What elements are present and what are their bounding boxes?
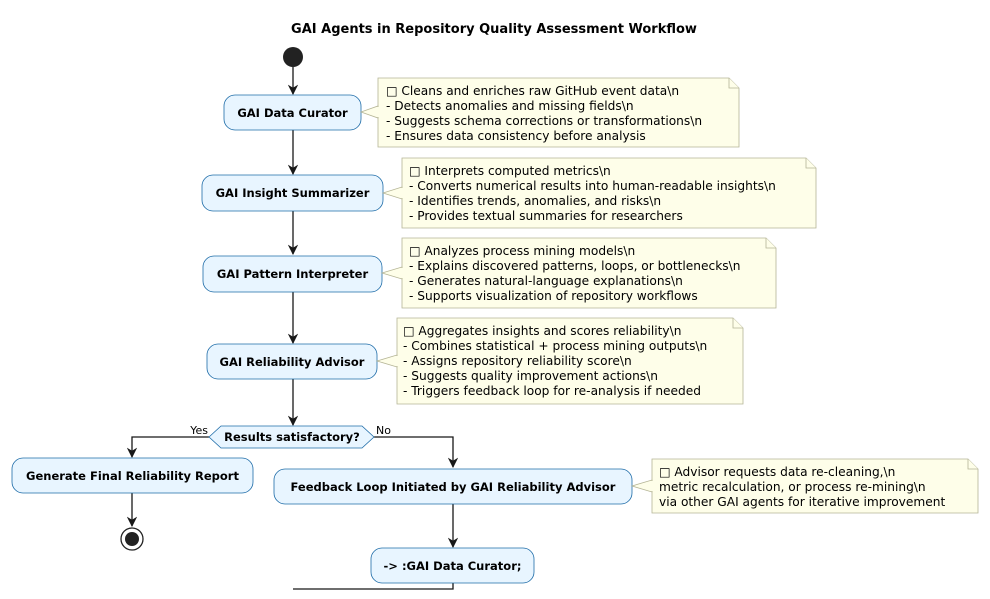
note-advisor-line-3: - Assigns repository reliability score\n [403,354,632,368]
note-summarizer-line-3: - Identifies trends, anomalies, and risk… [409,194,661,208]
note-feedback-line-3: via other GAI agents for iterative impro… [659,495,945,509]
decision-question: Results satisfactory? [224,430,360,444]
edge-decision-yes [126,436,209,459]
start-node [283,47,303,67]
activity-pattern-interpreter-label: GAI Pattern Interpreter [217,267,369,281]
note-feedback-line-1: □ Advisor requests data re-cleaning,\n [659,465,895,479]
note-advisor: □ Aggregates insights and scores reliabi… [375,317,744,405]
edge-goto-out [293,583,454,590]
note-interpreter-line-4: - Supports visualization of repository w… [409,289,698,303]
activity-feedback-loop-label: Feedback Loop Initiated by GAI Reliabili… [291,480,616,494]
note-interpreter-line-2: - Explains discovered patterns, loops, o… [409,259,740,273]
note-summarizer-line-2: - Converts numerical results into human-… [409,179,776,193]
note-advisor-line-1: □ Aggregates insights and scores reliabi… [403,324,681,338]
activity-feedback-loop: Feedback Loop Initiated by GAI Reliabili… [273,468,633,505]
note-summarizer-line-4: - Provides textual summaries for researc… [409,209,683,223]
note-advisor-line-4: - Suggests quality improvement actions\n [403,369,658,383]
note-summarizer: □ Interprets computed metrics\n - Conver… [381,157,817,229]
note-curator-line-2: - Detects anomalies and missing fields\n [386,99,634,113]
activity-pattern-interpreter: GAI Pattern Interpreter [202,255,383,293]
activity-reliability-advisor-label: GAI Reliability Advisor [220,355,365,369]
note-curator: □ Cleans and enriches raw GitHub event d… [359,77,740,148]
note-interpreter: □ Analyzes process mining models\n - Exp… [380,237,777,309]
note-interpreter-line-3: - Generates natural-language explanation… [409,274,683,288]
connectors [126,67,459,590]
note-curator-line-4: - Ensures data consistency before analys… [386,129,646,143]
activity-insight-summarizer-label: GAI Insight Summarizer [216,186,370,200]
activity-goto-curator-label: -> :GAI Data Curator; [384,559,522,573]
activity-final-report-label: Generate Final Reliability Report [26,469,239,483]
note-interpreter-line-1: □ Analyzes process mining models\n [409,244,635,258]
activity-data-curator: GAI Data Curator [223,94,362,131]
activity-data-curator-label: GAI Data Curator [237,106,348,120]
decision-yes-label: Yes [189,424,208,437]
decision-results-satisfactory: Results satisfactory? Yes No [189,424,391,449]
note-feedback-line-2: metric recalculation, or process re-mini… [659,480,926,494]
note-advisor-line-2: - Combines statistical + process mining … [403,339,707,353]
stop-node [120,527,144,551]
activity-reliability-advisor: GAI Reliability Advisor [206,343,378,380]
activity-goto-curator: -> :GAI Data Curator; [370,547,535,584]
decision-no-label: No [376,424,391,437]
note-feedback: □ Advisor requests data re-cleaning,\n m… [630,458,979,514]
note-curator-line-3: - Suggests schema corrections or transfo… [386,114,702,128]
diagram-title: GAI Agents in Repository Quality Assessm… [291,22,697,37]
activity-final-report: Generate Final Reliability Report [11,457,254,494]
edge-decision-no [374,436,459,469]
note-curator-line-1: □ Cleans and enriches raw GitHub event d… [386,84,679,98]
activity-insight-summarizer: GAI Insight Summarizer [201,174,384,212]
note-summarizer-line-1: □ Interprets computed metrics\n [409,164,611,178]
note-advisor-line-5: - Triggers feedback loop for re-analysis… [403,384,701,398]
